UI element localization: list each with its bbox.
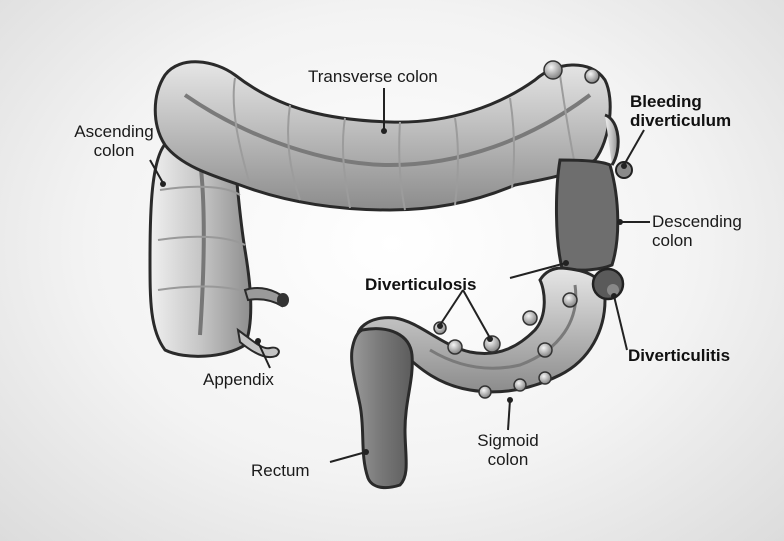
label-descending-colon-line2: colon (652, 231, 742, 250)
label-descending-colon-line1: Descending (652, 212, 742, 231)
label-rectum: Rectum (251, 461, 310, 480)
label-descending-colon: Descending colon (652, 212, 742, 250)
label-ascending-colon: Ascending colon (62, 122, 166, 160)
label-bleeding-diverticulum: Bleeding diverticulum (630, 92, 731, 130)
label-sigmoid-colon: Sigmoid colon (468, 431, 548, 469)
label-transverse-colon: Transverse colon (308, 67, 438, 86)
label-bleeding-diverticulum-line2: diverticulum (630, 111, 731, 130)
inflamed-diverticulum (593, 269, 623, 299)
rectum (352, 329, 413, 488)
label-diverticulosis: Diverticulosis (365, 275, 477, 294)
label-sigmoid-colon-line2: colon (468, 450, 548, 469)
label-ascending-colon-line2: colon (62, 141, 166, 160)
label-appendix: Appendix (203, 370, 274, 389)
label-sigmoid-colon-line1: Sigmoid (468, 431, 548, 450)
label-bleeding-diverticulum-line1: Bleeding (630, 92, 731, 111)
label-ascending-colon-line1: Ascending (62, 122, 166, 141)
label-diverticulitis: Diverticulitis (628, 346, 730, 365)
